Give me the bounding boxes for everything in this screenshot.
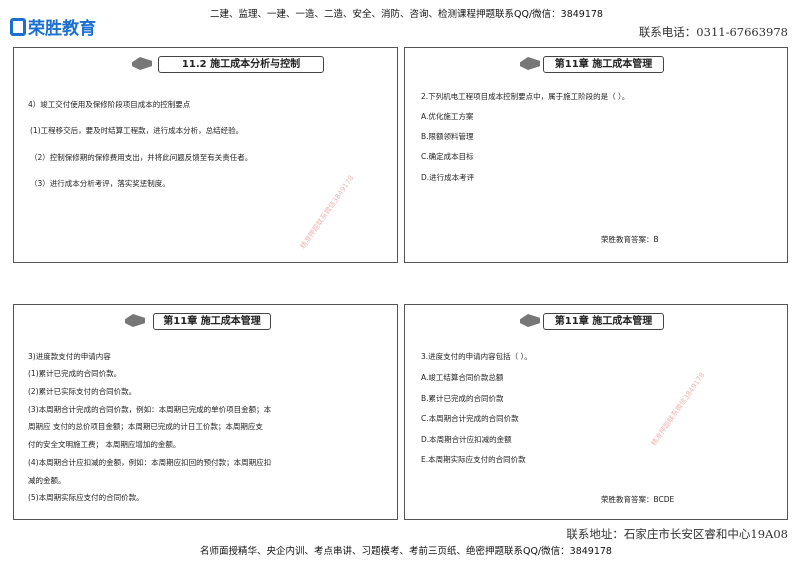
watermark: 精准押题联系微信3849178 [298, 174, 356, 251]
answer: 荣胜教育答案：B [601, 235, 659, 244]
option: B.限额领料管理 [421, 132, 474, 141]
header-phone: 联系电话：0311-67663978 [638, 25, 788, 39]
text-line: （2）控制保修期的保修费用支出，并将此问题反馈至有关责任者。 [30, 153, 253, 162]
slide-panel-4: 第11章 施工成本管理 3.进度支付的申请内容包括（ ）。 A.竣工结算合同价款… [404, 304, 788, 520]
slide-title: 第11章 施工成本管理 [153, 313, 271, 330]
text-line: （3）进行成本分析考评，落实奖惩制度。 [30, 179, 170, 188]
text-line: (5)本周期实际应支付的合同价款。 [28, 493, 144, 502]
slide-panel-3: 第11章 施工成本管理 3)进度款支付的申请内容 (1)累计已完成的合同价款。 … [13, 304, 398, 520]
logo-mark-icon [10, 17, 26, 36]
text-line: 付的安全文明施工费； 本周期应增加的金额。 [28, 440, 181, 449]
text-line: (1)工程移交后，要及时结算工程款，进行成本分析，总结经验。 [30, 126, 244, 135]
header-promo: 二建、监理、一建、一造、二造、安全、消防、咨询、检测课程押题联系QQ/微信：38… [210, 9, 603, 20]
option: D.本周期合计应扣减的金额 [421, 435, 512, 444]
blob-icon [520, 57, 540, 70]
watermark: 精准押题联系微信3849178 [649, 371, 707, 448]
text-line: (2)累计已实际支付的合同价款。 [28, 387, 137, 396]
footer-promo: 名师面授精华、央企内训、考点串讲、习题模考、考前三页纸、绝密押题联系QQ/微信：… [200, 546, 612, 557]
answer: 荣胜教育答案：BCDE [601, 495, 675, 504]
option: C.确定成本目标 [421, 152, 474, 161]
text-line: 4）竣工交付使用及保修阶段项目成本的控制要点 [28, 100, 191, 109]
option: C.本周期合计完成的合同价款 [421, 414, 519, 423]
slide-panel-2: 第11章 施工成本管理 2.下列机电工程项目成本控制要点中，属于施工阶段的是（ … [404, 47, 788, 263]
footer-address: 联系地址：石家庄市长安区睿和中心19A08 [566, 527, 788, 541]
option: D.进行成本考评 [421, 173, 475, 182]
slide-panel-1: 11.2 施工成本分析与控制 4）竣工交付使用及保修阶段项目成本的控制要点 (1… [13, 47, 398, 263]
question-text: 2.下列机电工程项目成本控制要点中，属于施工阶段的是（ ）。 [421, 92, 630, 101]
option: A.优化施工方案 [421, 112, 474, 121]
blob-icon [520, 314, 540, 327]
text-line: (3)本周期合计完成的合同价款，例如：本周期已完成的单价项目金额；本 [28, 405, 272, 414]
option: A.竣工结算合同价款总额 [421, 373, 504, 382]
text-line: 周期应 支付的总价项目金额；本周期已完成的计日工价款；本周期应支 [28, 422, 263, 431]
logo: 荣胜教育 [10, 14, 96, 39]
text-line: (4)本周期合计应扣减的金额，例如：本周期应扣回的预付款；本周期应扣 [28, 458, 272, 467]
text-line: 3)进度款支付的申请内容 [28, 352, 111, 361]
question-text: 3.进度支付的申请内容包括（ ）。 [421, 352, 532, 361]
text-line: 减的金额。 [28, 476, 66, 485]
option: E.本周期实际应支付的合同价款 [421, 455, 526, 464]
slide-title: 11.2 施工成本分析与控制 [158, 56, 324, 73]
blob-icon [125, 314, 145, 327]
logo-text: 荣胜教育 [28, 19, 96, 39]
slide-title: 第11章 施工成本管理 [543, 313, 664, 330]
slide-title: 第11章 施工成本管理 [543, 56, 664, 73]
text-line: (1)累计已完成的合同价款。 [28, 369, 122, 378]
blob-icon [132, 57, 152, 70]
option: B.累计已完成的合同价款 [421, 394, 504, 403]
